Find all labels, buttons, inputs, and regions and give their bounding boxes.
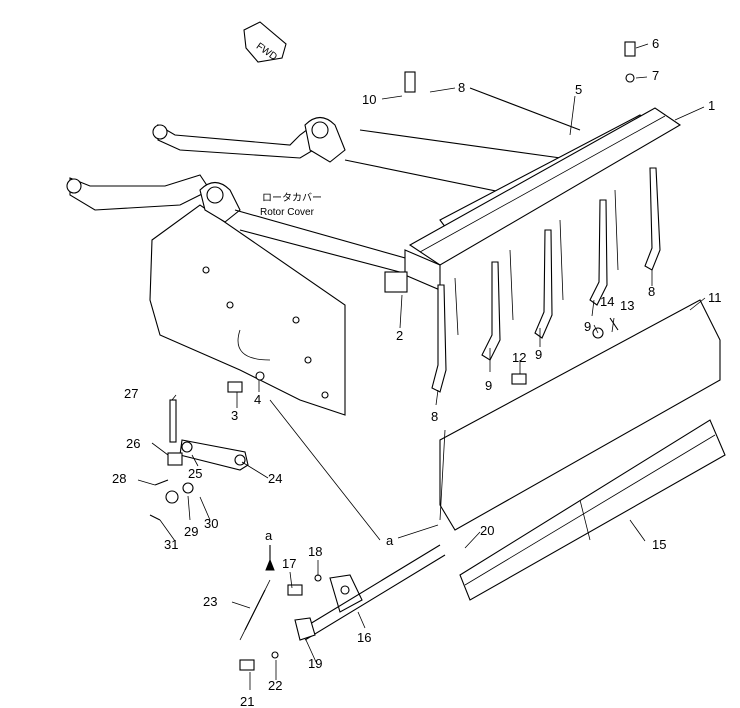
callout-10: 10 [362,92,376,107]
callout-11: 11 [708,290,722,305]
callout-9-mid: 9 [535,347,542,362]
callout-8-top: 8 [458,80,465,95]
callout-14: 14 [600,294,614,309]
callout-24: 24 [268,471,282,486]
callout-12: 12 [512,350,526,365]
callout-29: 29 [184,524,198,539]
callout-28: 28 [112,471,126,486]
callout-19: 19 [308,656,322,671]
callout-5: 5 [575,82,582,97]
rotor-cover-caption-en: Rotor Cover [260,207,315,218]
callout-8-right: 8 [648,284,655,299]
callout-4: 4 [254,392,261,407]
callout-3: 3 [231,408,238,423]
callout-22: 22 [268,678,282,693]
callout-a-mid: a [386,533,394,548]
callout-31: 31 [164,537,178,552]
callout-7: 7 [652,68,659,83]
tines [431,167,661,393]
callout-15: 15 [652,537,666,552]
callout-16: 16 [357,630,371,645]
callout-27: 27 [124,386,138,401]
callout-9-left: 9 [485,378,492,393]
callout-a-top: a [265,528,273,543]
fwd-direction-arrow: FWD [243,21,287,63]
support-plate [299,544,446,641]
callout-30: 30 [204,516,218,531]
callout-1: 1 [708,98,715,113]
comb-assembly [404,107,682,291]
callout-9-right: 9 [584,319,591,334]
callout-13: 13 [620,298,634,313]
callout-8-bottom: 8 [431,409,438,424]
callout-20: 20 [480,523,494,538]
callout-21: 21 [240,694,254,708]
main-frame [66,87,581,416]
callout-17: 17 [282,556,296,571]
leader-lines [137,43,706,690]
callout-2: 2 [396,328,403,343]
callout-6: 6 [652,36,659,51]
callout-26: 26 [126,436,140,451]
callout-labels: 6 7 1 5 8 10 2 11 13 14 8 9 9 12 9 8 27 … [112,36,722,708]
callout-18: 18 [308,544,322,559]
rotor-guard [439,299,726,601]
callout-23: 23 [203,594,217,609]
rotor-cover-caption-jp: ロータカバー [262,192,322,204]
callout-25: 25 [188,466,202,481]
